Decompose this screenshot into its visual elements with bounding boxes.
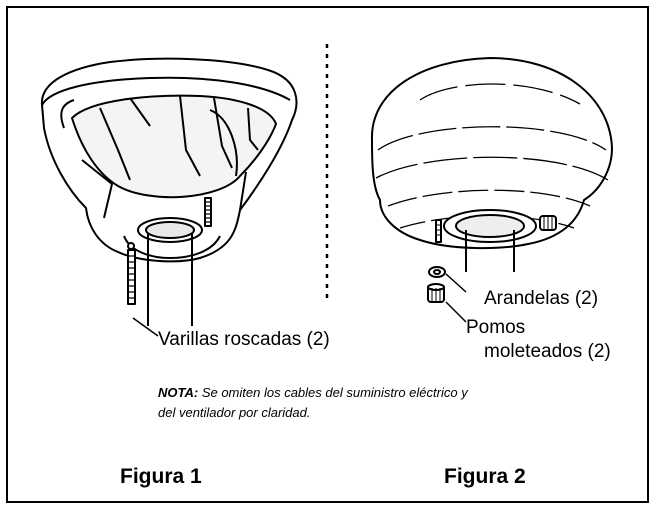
figure-1-canopy (40, 57, 298, 337)
note-prefix: NOTA: (158, 385, 199, 400)
note-body: Se omiten los cables del suministro eléc… (158, 385, 468, 420)
threaded-rods-label: Varillas roscadas (2) (158, 329, 330, 350)
knurled-knobs-label-line1: Pomos (466, 317, 526, 338)
figure-1-caption: Figura 1 (120, 465, 202, 488)
figure-2-caption: Figura 2 (444, 465, 526, 488)
washers-label: Arandelas (2) (484, 288, 599, 309)
knurled-knobs-label-line2: moleteados (2) (484, 341, 611, 362)
figure-2-canopy (370, 57, 613, 323)
note-text: NOTA: Se omiten los cables del suministr… (158, 383, 488, 423)
